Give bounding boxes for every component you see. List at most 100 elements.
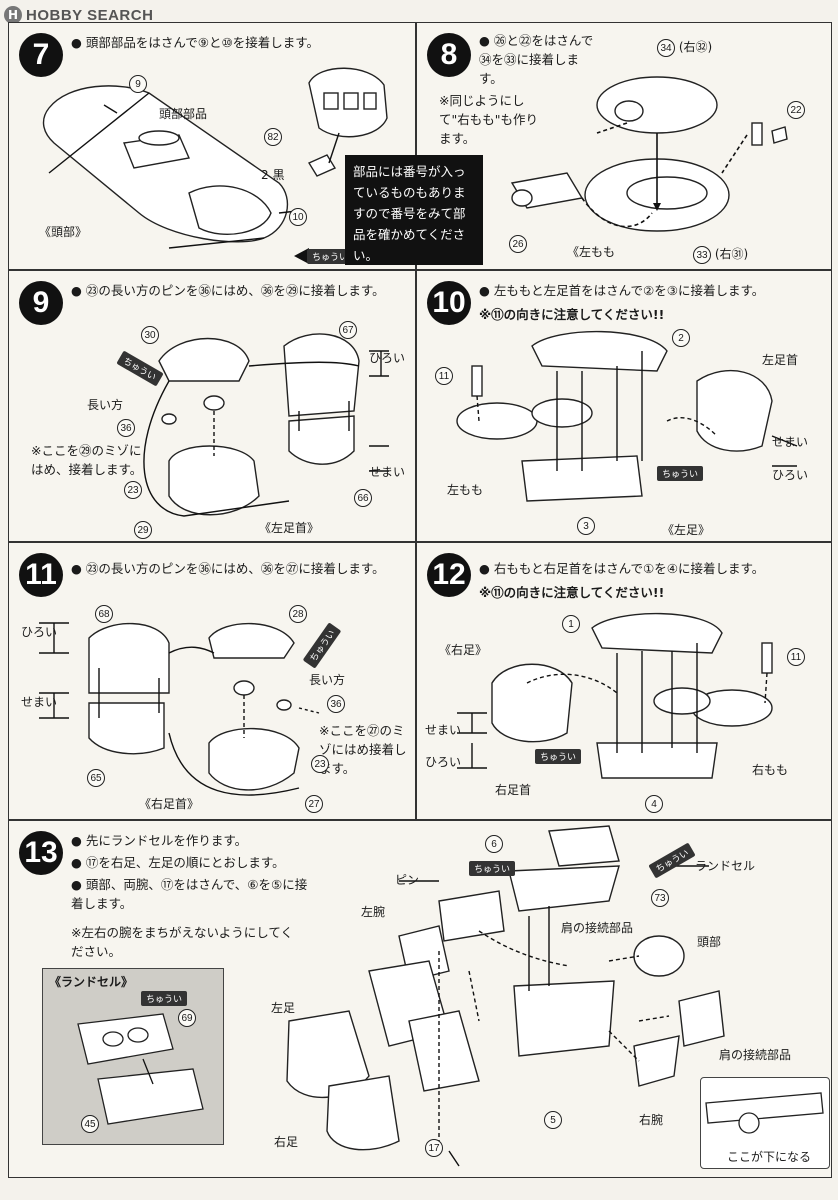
backpack-illustration (77, 1013, 204, 1125)
step-10-panel: 10 ●左ももと左足首をはさんで②を③に接着します。 ※⑪の向きに注意してくださ… (416, 270, 832, 542)
backpack-inset: 《ランドセル》 ちゅうい 69 45 (42, 968, 224, 1145)
part-68-label: 68 (95, 605, 113, 623)
pin-label: ピン (395, 873, 420, 887)
caution-tag: ちゅうい (307, 249, 354, 264)
right-thigh-label: 右もも (752, 763, 789, 777)
wide-label: ひろい (772, 468, 809, 482)
shoulder-joint-label: 肩の接続部品 (561, 921, 634, 935)
part-11-label: 11 (435, 367, 453, 385)
header-bar: H HOBBY SEARCH (0, 0, 838, 30)
head-part-label: 頭部部品 (159, 107, 208, 121)
part-23-label: 23 (311, 755, 329, 773)
logo-text: HOBBY SEARCH (26, 6, 154, 24)
left-foot-label: 《左足》 (662, 523, 711, 537)
step-12-panel: 12 ●右ももと右足首をはさんで①を④に接着します。 ※⑪の向きに注意してくださ… (416, 542, 832, 820)
step-7-instruction: ●頭部部品をはさんで⑨と⑩を接着します。 (71, 35, 319, 50)
right-ankle-label: 右足首 (495, 783, 532, 797)
left-thigh-label: 左もも (447, 483, 484, 497)
step-13-illustration (286, 825, 725, 1167)
backpack-label: ランドセル (695, 859, 756, 873)
black-color-label: 2 黒 (261, 168, 285, 182)
part-22-label: 22 (787, 101, 805, 119)
caution-tag-1: ちゅうい (469, 861, 516, 876)
part-23-label: 23 (124, 481, 142, 499)
step-7-panel: 7 ●頭部部品をはさんで⑨と⑩を接着します。 9 頭部部品 82 2 (8, 22, 416, 270)
left-ankle-label: 左足首 (762, 353, 799, 367)
step-12-illustration (457, 612, 773, 779)
narrow-label: せまい (21, 695, 58, 709)
part-30-label: 30 (141, 326, 159, 344)
backpack-inset-label: 《ランドセル》 (49, 975, 134, 989)
part-4-label: 4 (645, 795, 663, 813)
step-7-number: 7 (19, 33, 63, 77)
part-number-info-box: 部品には番号が入っているものもありますので番号をみて部品を確かめてください。 (345, 155, 483, 265)
caution-tag: ちゅうい (535, 749, 582, 764)
part-11-label: 11 (787, 648, 805, 666)
right-arm-label: 右腕 (639, 1113, 664, 1127)
step-8-illustration (510, 76, 788, 232)
step-10-illustration (456, 330, 798, 502)
step-11-number: 11 (19, 553, 63, 597)
logo-icon: H (4, 6, 22, 24)
shoulder-joint-illustration (705, 1092, 824, 1134)
step-8-note: ※同じようにして"右もも"も作ります。 (439, 93, 538, 146)
part-36-label: 36 (117, 419, 135, 437)
long-side-label: 長い方 (309, 673, 346, 687)
part-36-label: 36 (327, 695, 345, 713)
part-34-right-text: (右㉜) (678, 40, 713, 54)
long-side-label: 長い方 (87, 398, 124, 412)
caution-tag: ちゅうい (657, 466, 704, 481)
hobby-search-logo[interactable]: H HOBBY SEARCH (4, 6, 153, 24)
step-9-note: ※ここを㉙のミゾにはめ、接着します。 (31, 443, 143, 477)
step-8-panel: 8 ●㉖と㉒をはさんで㉞を㉝に接着します。 ※同じようにして"右もも"も作ります… (416, 22, 832, 270)
part-28-label: 28 (289, 605, 307, 623)
part-65-label: 65 (87, 769, 105, 787)
part-82-label: 82 (264, 128, 282, 146)
part-33-right-text: (右㉛) (714, 247, 749, 261)
left-thigh-label: 《左もも (567, 245, 616, 259)
wide-label: ひろい (369, 351, 406, 365)
step-9-panel: 9 ●㉓の長い方のピンを㊱にはめ、㊱を㉙に接着します。 ※ここを㉙のミゾにはめ、… (8, 270, 416, 542)
part-33-label: 33 (693, 246, 711, 264)
head-label: 《頭部》 (39, 225, 88, 239)
part-10-label: 10 (289, 208, 307, 226)
left-leg-label: 左足 (271, 1001, 296, 1015)
part-26-label: 26 (509, 235, 527, 253)
part-17-label: 17 (425, 1139, 443, 1157)
wide-label: ひろい (425, 755, 462, 769)
right-foot-label: 《右足》 (439, 643, 488, 657)
step-12-note: ※⑪の向きに注意してください!! (479, 585, 665, 600)
step-13-instruction-2: ●⑰を右足、左足の順にとおします。 (71, 855, 285, 870)
step-9-illustration (143, 333, 389, 517)
step-10-number: 10 (427, 281, 471, 325)
left-arm-label: 左腕 (361, 905, 386, 919)
caution-tag-3: ちゅうい (141, 991, 188, 1006)
part-69-label: 69 (178, 1009, 196, 1027)
part-27-label: 27 (305, 795, 323, 813)
step-11-illustration (39, 622, 320, 796)
step-11-panel: 11 ●㉓の長い方のピンを㊱にはめ、㊱を㉗に接着します。 ※ここを㉗のミゾにはめ… (8, 542, 416, 820)
head-label: 頭部 (697, 935, 722, 949)
step-13-instruction-1: ●先にランドセルを作ります。 (71, 833, 248, 848)
left-ankle-label: 《左足首》 (259, 521, 320, 535)
part-34-right-label: 34 (右㉜) (657, 38, 712, 57)
step-13-note: ※左右の腕をまちがえないようにしてください。 (71, 925, 293, 959)
narrow-label: せまい (425, 723, 462, 737)
step-10-note: ※⑪の向きに注意してください!! (479, 307, 665, 322)
step-13-instruction-3: ●頭部、両腕、⑰をはさんで、⑥を⑤に接着します。 (71, 877, 308, 911)
part-33-right-label: 33 (右㉛) (693, 245, 748, 264)
wide-label: ひろい (21, 625, 58, 639)
part-5-label: 5 (544, 1111, 562, 1129)
part-29-label: 29 (134, 521, 152, 539)
step-9-number: 9 (19, 281, 63, 325)
shoulder-joint-label-2: 肩の接続部品 (719, 1048, 792, 1062)
step-8-instruction: ●㉖と㉒をはさんで㉞を㉝に接着します。 (479, 33, 594, 86)
part-34-label: 34 (657, 39, 675, 57)
part-9-label: 9 (129, 75, 147, 93)
step-9-instruction: ●㉓の長い方のピンを㊱にはめ、㊱を㉙に接着します。 (71, 283, 385, 298)
step-11-instruction: ●㉓の長い方のピンを㊱にはめ、㊱を㉗に接着します。 (71, 561, 385, 576)
step-7-illustration (42, 67, 388, 264)
part-2-label: 2 (672, 329, 690, 347)
step-10-instruction: ●左ももと左足首をはさんで②を③に接着します。 (479, 283, 765, 298)
step-12-number: 12 (427, 553, 471, 597)
